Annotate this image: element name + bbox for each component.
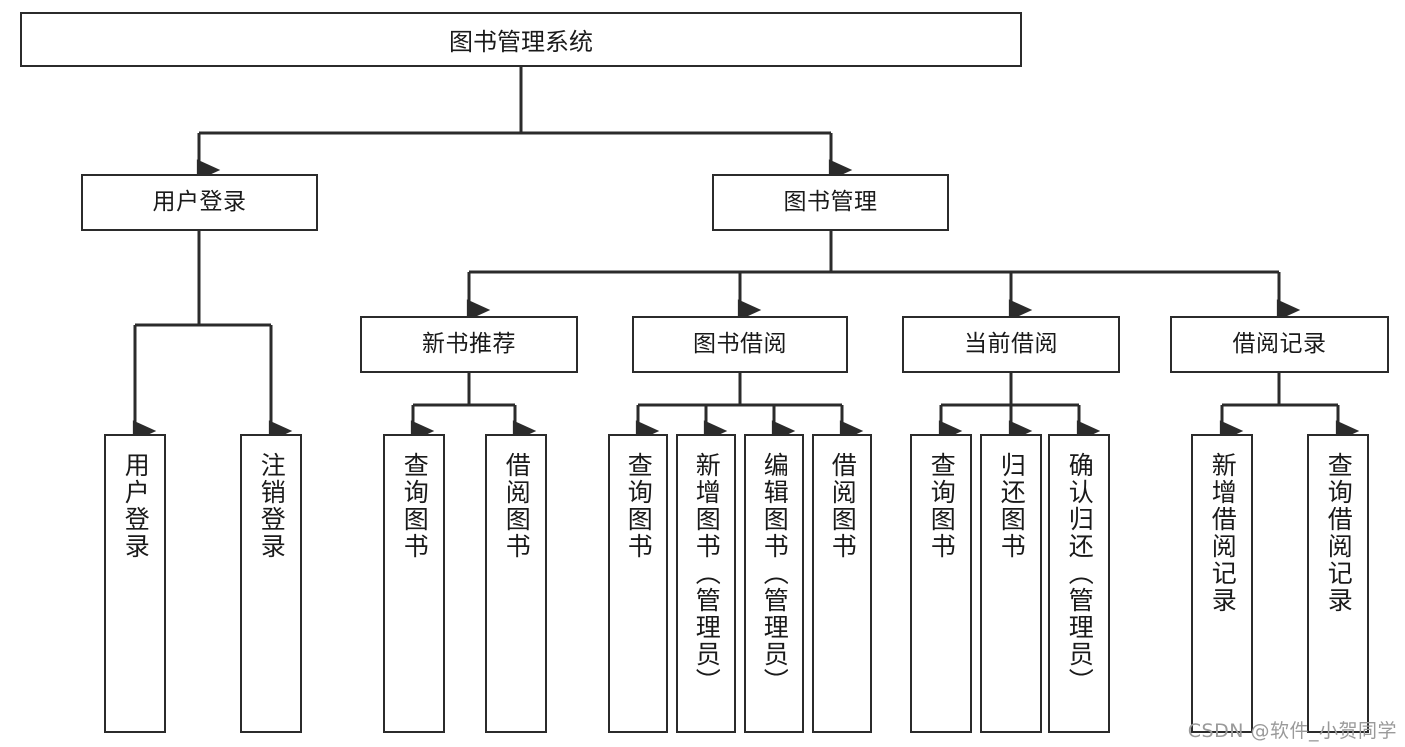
- leaf-newbook-query-book[interactable]: 查询图书: [383, 434, 445, 733]
- leaf-newbook-borrow-book-label: 借阅图书: [502, 452, 532, 560]
- node-user-login[interactable]: 用户登录: [81, 174, 318, 231]
- leaf-borrow-query-book[interactable]: 查询图书: [608, 434, 668, 733]
- node-root-label: 图书管理系统: [449, 28, 593, 56]
- leaf-newbook-borrow-book[interactable]: 借阅图书: [485, 434, 547, 733]
- node-current-borrow-label: 当前借阅: [964, 330, 1058, 357]
- node-current-borrow[interactable]: 当前借阅: [902, 316, 1120, 373]
- leaf-current-return-book[interactable]: 归还图书: [980, 434, 1042, 733]
- leaf-records-add-record[interactable]: 新增借阅记录: [1191, 434, 1253, 733]
- node-new-book-recommend-label: 新书推荐: [422, 330, 516, 357]
- leaf-current-confirm-return[interactable]: 确认归还（管理员）: [1048, 434, 1110, 733]
- node-root-system[interactable]: 图书管理系统: [20, 12, 1022, 67]
- leaf-user-login-label: 用户登录: [121, 452, 151, 560]
- leaf-logout[interactable]: 注销登录: [240, 434, 302, 733]
- node-book-manage-label: 图书管理: [783, 188, 878, 215]
- node-borrow-records-label: 借阅记录: [1232, 330, 1327, 357]
- leaf-logout-label: 注销登录: [257, 452, 287, 560]
- leaf-current-query-book-label: 查询图书: [927, 452, 957, 560]
- node-borrow-records[interactable]: 借阅记录: [1170, 316, 1389, 373]
- leaf-user-login[interactable]: 用户登录: [104, 434, 166, 733]
- leaf-newbook-query-book-label: 查询图书: [400, 452, 430, 560]
- node-book-borrow-label: 图书借阅: [693, 330, 787, 357]
- node-book-borrow[interactable]: 图书借阅: [632, 316, 848, 373]
- leaf-borrow-edit-book[interactable]: 编辑图书（管理员）: [744, 434, 804, 733]
- leaf-current-return-book-label: 归还图书: [997, 452, 1027, 560]
- leaf-borrow-add-book[interactable]: 新增图书（管理员）: [676, 434, 736, 733]
- node-new-book-recommend[interactable]: 新书推荐: [360, 316, 578, 373]
- csdn-watermark: CSDN @软件_小贺同学: [1187, 720, 1397, 742]
- leaf-borrow-borrow-book-label: 借阅图书: [828, 452, 858, 560]
- leaf-borrow-add-book-label: 新增图书（管理员）: [692, 452, 722, 695]
- leaf-borrow-query-book-label: 查询图书: [624, 452, 654, 560]
- node-book-manage[interactable]: 图书管理: [712, 174, 949, 231]
- leaf-borrow-edit-book-label: 编辑图书（管理员）: [760, 452, 790, 695]
- leaf-borrow-borrow-book[interactable]: 借阅图书: [812, 434, 872, 733]
- leaf-current-confirm-return-label: 确认归还（管理员）: [1065, 452, 1095, 695]
- leaf-records-query-record-label: 查询借阅记录: [1324, 452, 1354, 614]
- leaf-records-add-record-label: 新增借阅记录: [1208, 452, 1238, 614]
- node-user-login-label: 用户登录: [152, 188, 247, 215]
- leaf-records-query-record[interactable]: 查询借阅记录: [1307, 434, 1369, 733]
- leaf-current-query-book[interactable]: 查询图书: [910, 434, 972, 733]
